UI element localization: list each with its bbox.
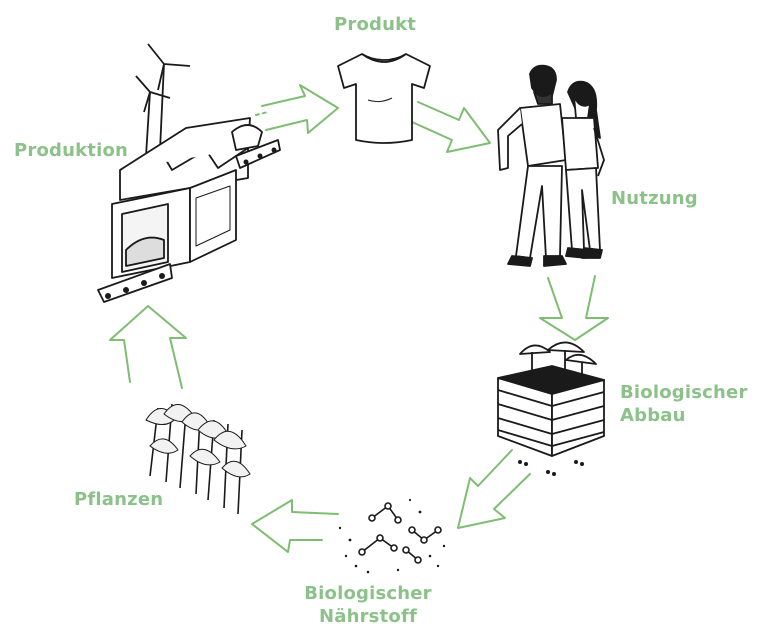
couple-icon: [497, 64, 605, 267]
arrow-produkt-nutzung: [411, 101, 491, 153]
label-abbau-line1: Biologischer: [620, 382, 748, 403]
tshirt-icon: [337, 53, 431, 144]
label-nutzung: Nutzung: [611, 188, 698, 209]
trees-icon: [145, 403, 251, 515]
label-produkt: Produkt: [334, 14, 417, 35]
label-pflanzen: Pflanzen: [74, 489, 164, 510]
factory-icon: [97, 43, 281, 303]
label-abbau-line2: Abbau: [620, 405, 686, 426]
arrow-nutzung-abbau: [539, 275, 609, 341]
compost-bin-icon: [497, 341, 605, 476]
arrow-abbau-naehrstoff: [457, 449, 531, 529]
label-biologischer-naehrstoff: Biologischer Nährstoff: [298, 582, 438, 628]
nutrient-molecules-icon: [338, 498, 446, 574]
arrow-pflanzen-produktion: [109, 305, 187, 389]
label-biologischer-abbau: Biologischer Abbau: [620, 381, 748, 427]
label-naehrstoff-line1: Biologischer: [304, 583, 432, 604]
arrow-produktion-produkt: [255, 84, 339, 134]
label-naehrstoff-line2: Nährstoff: [318, 606, 418, 627]
label-produktion: Produktion: [14, 140, 129, 161]
arrow-naehrstoff-pflanzen: [251, 499, 339, 553]
